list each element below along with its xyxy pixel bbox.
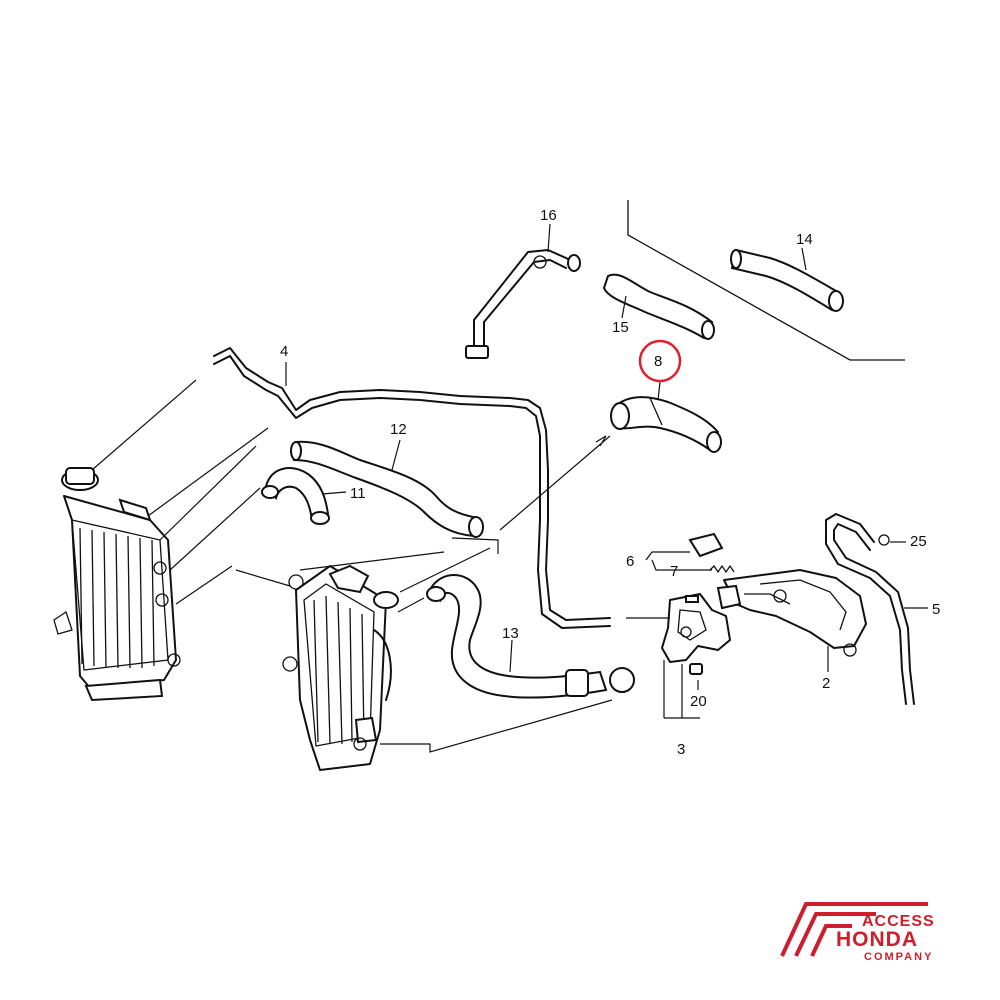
highlight-ring <box>638 339 682 383</box>
callout-labels: 4 12 11 16 15 14 8 13 6 7 20 3 2 25 5 <box>280 207 940 758</box>
callout-20: 20 <box>690 693 707 710</box>
guide-lines <box>91 379 670 753</box>
hose-11 <box>261 467 330 525</box>
callout-3: 3 <box>677 741 685 758</box>
hose-8 <box>610 396 722 453</box>
logo-line2: HONDA <box>836 928 918 951</box>
callout-2: 2 <box>822 675 830 692</box>
callout-15: 15 <box>612 319 629 336</box>
hose-15 <box>602 273 715 340</box>
callout-5: 5 <box>932 601 940 618</box>
radiator-left <box>53 467 181 702</box>
callout-6: 6 <box>626 553 634 570</box>
bracket-3 <box>661 593 731 675</box>
callout-7: 7 <box>670 563 678 580</box>
callout-8: 8 <box>654 353 662 370</box>
logo-line1: ACCESS <box>862 913 935 930</box>
callout-25: 25 <box>910 533 927 550</box>
logo-line3: COMPANY <box>864 951 933 963</box>
tube-16 <box>465 249 581 359</box>
clip-6-7 <box>688 532 735 574</box>
callout-11: 11 <box>350 485 366 502</box>
access-honda-logo: ACCESS HONDA COMPANY <box>780 902 935 963</box>
tube-4 <box>213 347 611 629</box>
inset-frame <box>627 200 905 361</box>
callout-12: 12 <box>390 421 407 438</box>
hose-5 <box>825 513 915 705</box>
housing-2 <box>716 569 867 657</box>
callout-14: 14 <box>796 231 813 248</box>
callout-4: 4 <box>280 343 288 360</box>
callout-13: 13 <box>502 625 519 642</box>
callout-16: 16 <box>540 207 557 224</box>
hose-14 <box>730 248 844 312</box>
radiator-right <box>282 564 399 771</box>
logo-mark <box>780 902 928 957</box>
hose-13 <box>426 574 635 699</box>
callout-leaders <box>285 223 928 719</box>
hose-12 <box>290 440 484 538</box>
